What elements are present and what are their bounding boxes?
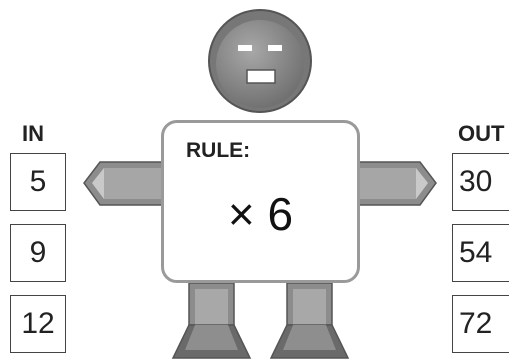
in-value-3: 12 <box>10 295 66 353</box>
robot-right-eye <box>268 45 282 51</box>
out-value-3: 72 <box>452 295 509 353</box>
robot-mouth <box>246 69 276 84</box>
out-header: OUT <box>458 121 505 146</box>
out-value-1: 30 <box>452 153 509 211</box>
robot-right-leg <box>269 282 350 359</box>
robot-left-eye <box>238 45 252 51</box>
in-value-2: 9 <box>10 224 66 282</box>
robot-head <box>208 9 312 113</box>
robot-left-leg <box>171 282 252 359</box>
rule-label: RULE: <box>186 139 251 162</box>
in-header: IN <box>22 121 44 146</box>
out-value-2: 54 <box>452 224 509 282</box>
rule-card: RULE: × 6 <box>161 120 360 283</box>
in-value-1: 5 <box>10 153 66 211</box>
robot-right-arm <box>357 161 437 206</box>
robot-left-arm <box>83 161 163 206</box>
rule-value: × 6 <box>227 188 294 240</box>
